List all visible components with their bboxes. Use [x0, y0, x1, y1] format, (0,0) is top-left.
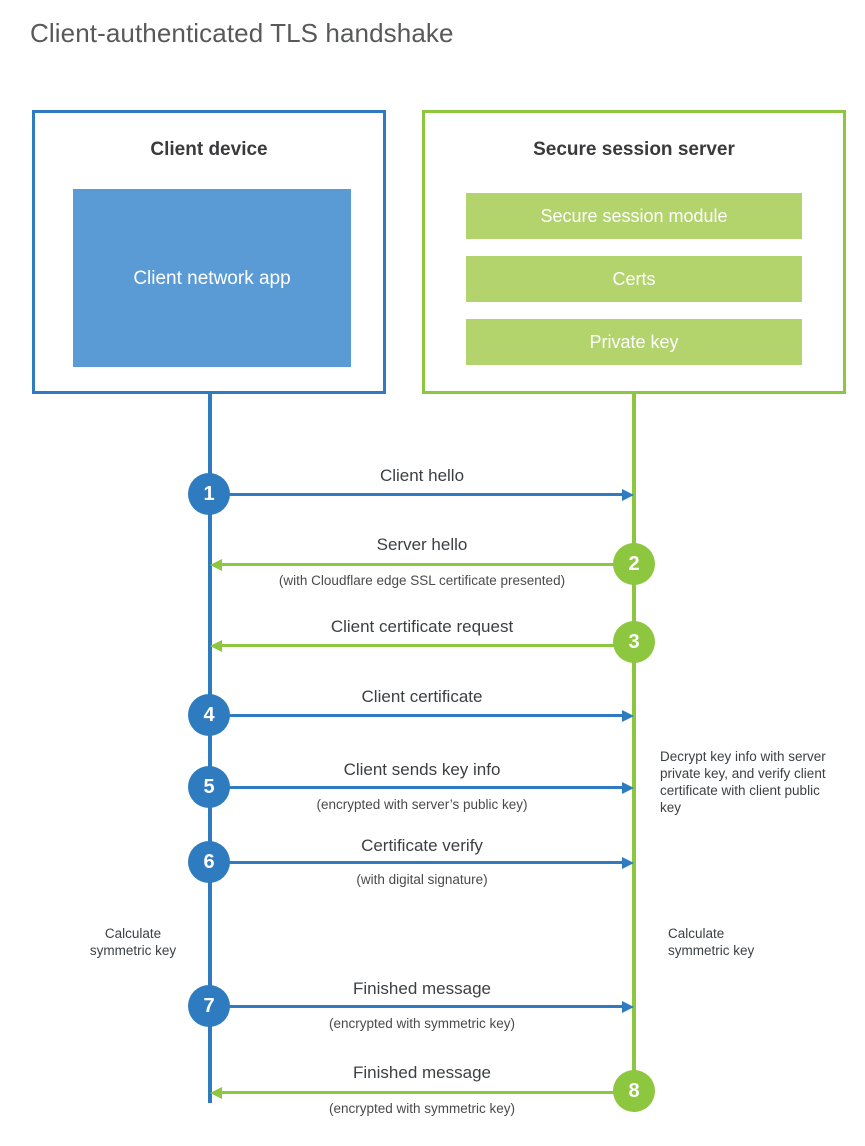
arrow-shaft	[222, 644, 634, 647]
secure-session-server-box: Secure session server Secure session mod…	[422, 110, 846, 394]
message-3-label: Client certificate request	[330, 617, 514, 636]
server-lifeline	[632, 391, 636, 1093]
arrow-shaft	[210, 493, 622, 496]
arrow-head-left-icon	[210, 640, 222, 652]
message-7-sublabel: (encrypted with symmetric key)	[328, 1016, 516, 1031]
arrow-head-right-icon	[622, 782, 634, 794]
message-2-label: Server hello	[376, 535, 468, 554]
step-circle-6: 6	[188, 841, 230, 883]
message-2-sublabel: (with Cloudflare edge SSL certificate pr…	[278, 573, 566, 588]
message-1-label: Client hello	[379, 466, 465, 485]
note-server-calculate-symmetric-key: Calculate symmetric key	[668, 926, 755, 958]
server-module-secure-session-module: Secure session module	[466, 193, 802, 239]
step-circle-1: 1	[188, 473, 230, 515]
message-5-sublabel: (encrypted with server’s public key)	[316, 797, 528, 812]
arrow-shaft	[210, 786, 622, 789]
message-8-label: Finished message	[353, 1063, 491, 1082]
step-circle-2: 2	[613, 543, 655, 585]
note-server-decrypt: Decrypt key info with server private key…	[660, 749, 826, 815]
arrow-head-left-icon	[210, 559, 222, 571]
arrow-head-right-icon	[622, 857, 634, 869]
step-circle-5: 5	[188, 766, 230, 808]
arrow-head-right-icon	[622, 1001, 634, 1013]
step-circle-3: 3	[613, 621, 655, 663]
arrow-head-left-icon	[210, 1087, 222, 1099]
client-device-box: Client device Client network app	[32, 110, 386, 394]
arrow-head-right-icon	[622, 489, 634, 501]
message-7-label: Finished message	[353, 979, 491, 998]
secure-session-server-title: Secure session server	[533, 139, 735, 160]
page-title: Client-authenticated TLS handshake	[30, 18, 454, 48]
arrow-head-right-icon	[622, 710, 634, 722]
arrow-shaft	[222, 563, 634, 566]
client-device-title: Client device	[150, 139, 268, 160]
arrow-shaft	[210, 861, 622, 864]
message-4-label: Client certificate	[361, 687, 483, 706]
arrow-shaft	[222, 1091, 634, 1094]
arrow-shaft	[210, 1005, 622, 1008]
client-network-app-block: Client network app	[73, 189, 351, 367]
step-circle-7: 7	[188, 985, 230, 1027]
arrow-shaft	[210, 714, 622, 717]
step-circle-8: 8	[613, 1070, 655, 1112]
message-6-sublabel: (with digital signature)	[356, 872, 488, 887]
message-8-sublabel: (encrypted with symmetric key)	[328, 1101, 516, 1116]
step-circle-4: 4	[188, 694, 230, 736]
message-6-label: Certificate verify	[361, 836, 483, 855]
client-lifeline	[208, 391, 212, 1103]
message-5-label: Client sends key info	[343, 760, 501, 779]
note-client-calculate-symmetric-key: Calculate symmetric key	[89, 926, 177, 958]
server-module-private-key: Private key	[466, 319, 802, 365]
server-module-certs: Certs	[466, 256, 802, 302]
